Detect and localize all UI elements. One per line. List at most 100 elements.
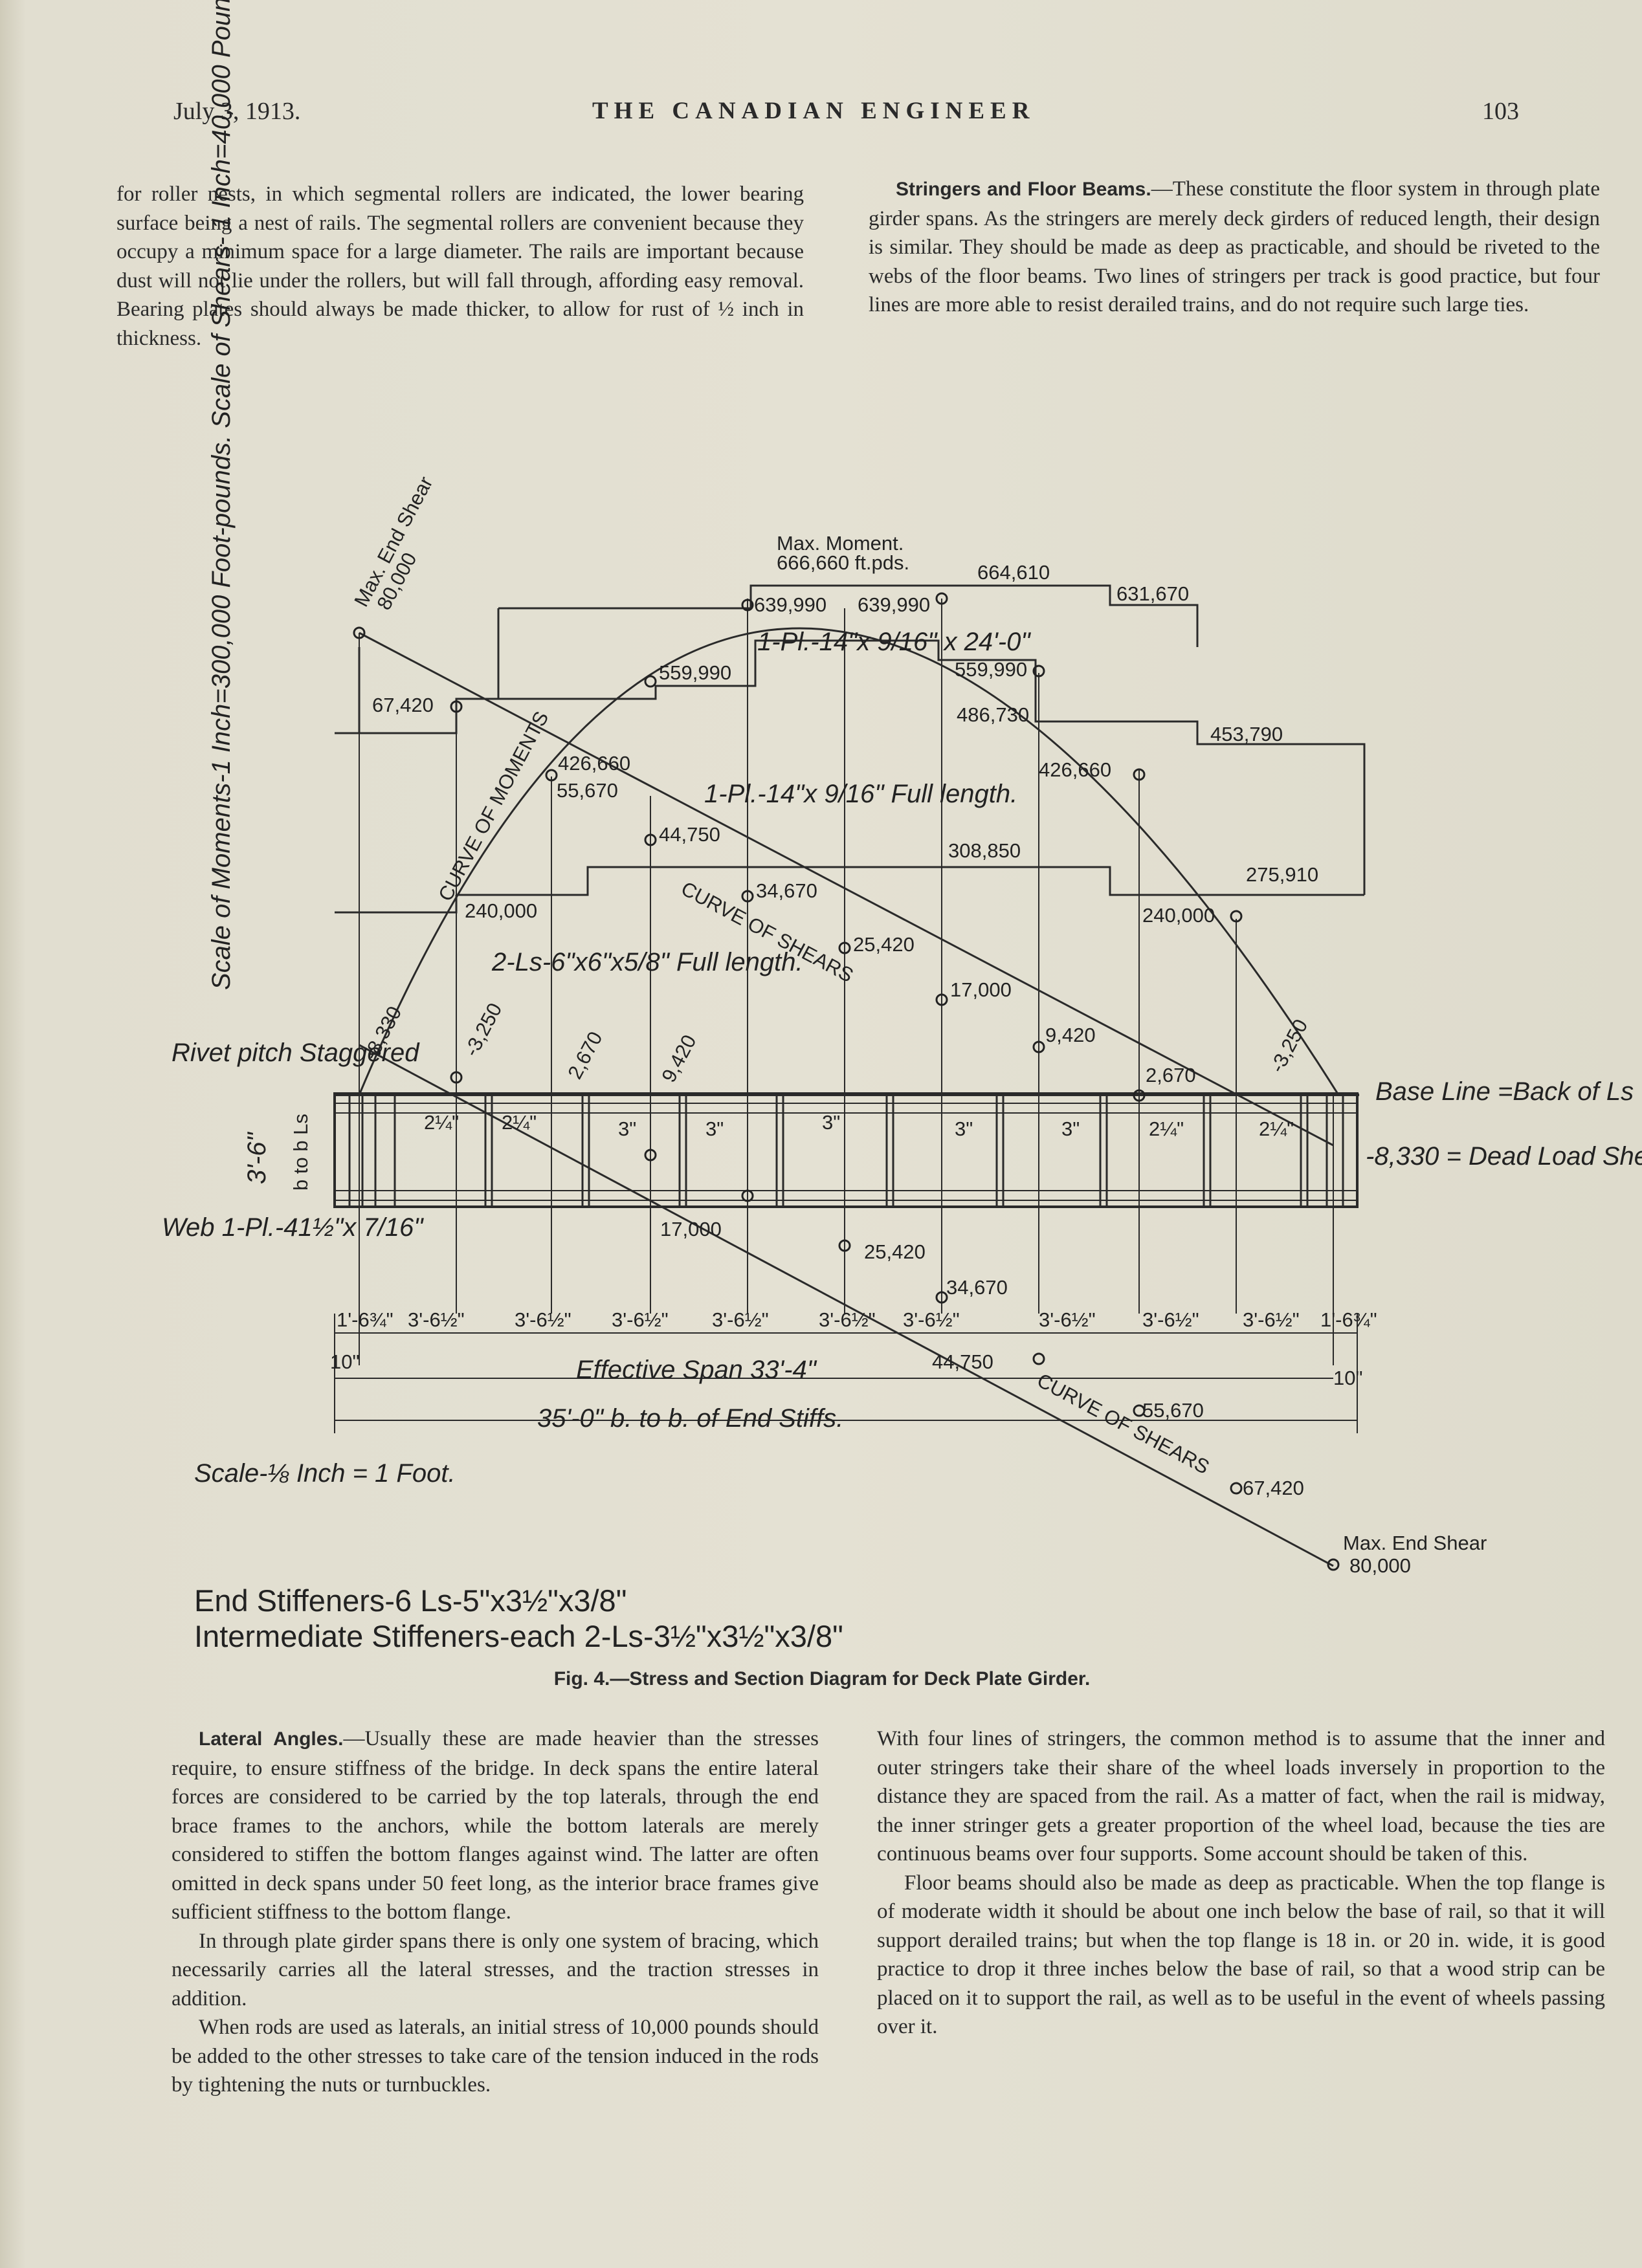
shear-point (1327, 1558, 1340, 1571)
shear-point (450, 1071, 463, 1084)
moment-value: 486,730 (957, 703, 1029, 726)
moment-point (935, 592, 948, 605)
shear-point (1230, 1482, 1243, 1495)
moment-point (1032, 665, 1045, 677)
end-stiffeners-note: End Stiffeners-6 Ls-5"x3½"x3/8" (194, 1583, 627, 1618)
shear-value: 2,670 (1146, 1064, 1196, 1086)
moment-point (644, 675, 657, 688)
rivet-spacing: 3" (705, 1117, 724, 1140)
moment-value: 275,910 (1246, 863, 1318, 886)
moment-value: 639,990 (858, 593, 930, 616)
bottom-right-column: With four lines of stringers, the common… (877, 1724, 1605, 2042)
section-heading: Stringers and Floor Beams. (896, 179, 1151, 200)
shear-point (838, 1239, 851, 1252)
end-dimension: 10" (330, 1350, 360, 1373)
shear-point (741, 1189, 754, 1202)
panel-length: 3'-6½" (1039, 1308, 1096, 1331)
rivet-pitch-label: Rivet pitch Staggered (172, 1039, 420, 1067)
rivet-spacing: 2¼" (502, 1111, 537, 1134)
shear-value: 34,670 (756, 879, 817, 902)
moment-point (741, 599, 754, 611)
moment-point (450, 700, 463, 713)
shear-value: 34,670 (946, 1276, 1008, 1299)
curve-of-moments (358, 627, 1340, 1095)
panel-length: 3'-6½" (1142, 1308, 1199, 1331)
curve-of-shears-lower (359, 1044, 1334, 1567)
curve-of-shears-upper (359, 632, 1334, 1147)
angles-label: 2-Ls-6"x6"x5/8" Full length. (491, 948, 803, 976)
moment-value: 631,670 (1116, 582, 1189, 605)
shear-value: 55,670 (557, 779, 618, 802)
max-end-shear-bottom-value: 80,000 (1349, 1554, 1411, 1577)
shear-point (353, 626, 366, 639)
rivet-spacing: 3" (955, 1117, 973, 1140)
dimension-ends (334, 1314, 1358, 1433)
rivet-spacing: 2¼" (1259, 1117, 1294, 1140)
shear-point (644, 833, 657, 846)
effective-span: Effective Span 33'-4" (576, 1356, 817, 1384)
figure-caption: Fig. 4.—Stress and Section Diagram for D… (553, 1668, 1091, 1690)
shear-point (935, 993, 948, 1006)
header-date: July 3, 1913. (173, 98, 301, 125)
shear-point (741, 890, 754, 903)
max-moment-label: Max. Moment. (777, 532, 904, 555)
rivet-spacing: 2¼" (424, 1111, 459, 1134)
rivet-spacing: 3" (618, 1117, 636, 1140)
shear-point (1032, 1352, 1045, 1365)
panel-length: 3'-6½" (515, 1308, 571, 1331)
panel-length: 3'-6½" (1243, 1308, 1300, 1331)
panel-length: 1'-6¾" (1320, 1308, 1377, 1331)
panel-length: 3'-6½" (819, 1308, 876, 1331)
moment-value: 240,000 (465, 899, 537, 922)
shear-value: 55,670 (1142, 1399, 1204, 1422)
moment-value: 426,660 (558, 752, 630, 775)
shear-point (1032, 1040, 1045, 1053)
base-line-label: Base Line =Back of Ls (1375, 1077, 1634, 1106)
moment-value: 67,420 (372, 694, 434, 716)
dimension-lines (335, 1332, 1357, 1421)
panel-length: 3'-6½" (712, 1308, 769, 1331)
moment-envelope (335, 639, 1366, 895)
girder-depth-note: b to b Ls (289, 1114, 312, 1191)
girder-flanges (335, 1103, 1357, 1201)
shear-point (1133, 1089, 1146, 1102)
shear-value: 17,000 (660, 1218, 722, 1240)
shear-value: -3,250 (1265, 1015, 1312, 1076)
moment-value: 308,850 (948, 839, 1021, 862)
girder-elevation (333, 1092, 1359, 1208)
max-moment-value: 666,660 ft.pds. (777, 551, 909, 574)
rivet-spacing: 2¼" (1149, 1117, 1184, 1140)
paragraph-text: —Usually these are made heavier than the… (172, 1727, 819, 1924)
end-dimension: 10" (1333, 1367, 1363, 1389)
moment-point (1230, 910, 1243, 923)
shear-value: 2,670 (563, 1028, 606, 1083)
moment-value: 240,000 (1142, 904, 1215, 927)
moment-value: 664,610 (977, 561, 1050, 584)
paragraph: In through plate girder spans there is o… (172, 1929, 819, 2010)
top-right-column: Stringers and Floor Beams.—These constit… (869, 175, 1600, 320)
moment-value: 639,990 (754, 593, 827, 616)
top-left-column: for roller nests, in which segmental rol… (116, 180, 804, 353)
moment-value: 426,660 (1039, 758, 1111, 781)
plate-label: 1-Pl.-14"x 9/16" Full length. (704, 780, 1017, 808)
paragraph: Stringers and Floor Beams.—These constit… (869, 175, 1600, 320)
section-heading: Lateral Angles. (199, 1728, 344, 1750)
shear-value: 44,750 (659, 823, 720, 846)
rivet-spacing: 3" (1061, 1117, 1080, 1140)
girder-depth: 3'-6" (243, 1132, 271, 1184)
panel-length: 3'-6½" (612, 1308, 669, 1331)
shear-value: 9,420 (657, 1031, 700, 1086)
dead-load-label: -8,330 = Dead Load Shear (1366, 1142, 1642, 1171)
moment-point (1133, 768, 1146, 781)
ordinate-lines (359, 599, 1334, 1365)
moment-point (545, 769, 558, 782)
moment-value: 559,990 (659, 661, 731, 684)
shear-point (1133, 1404, 1146, 1417)
bottom-left-column: Lateral Angles.—Usually these are made h… (172, 1724, 819, 2100)
shear-value: 44,750 (932, 1350, 993, 1373)
paragraph: for roller nests, in which segmental rol… (116, 182, 804, 350)
shear-value: 25,420 (864, 1240, 926, 1263)
curve-of-shears-label: CURVE OF SHEARS (1034, 1369, 1214, 1479)
